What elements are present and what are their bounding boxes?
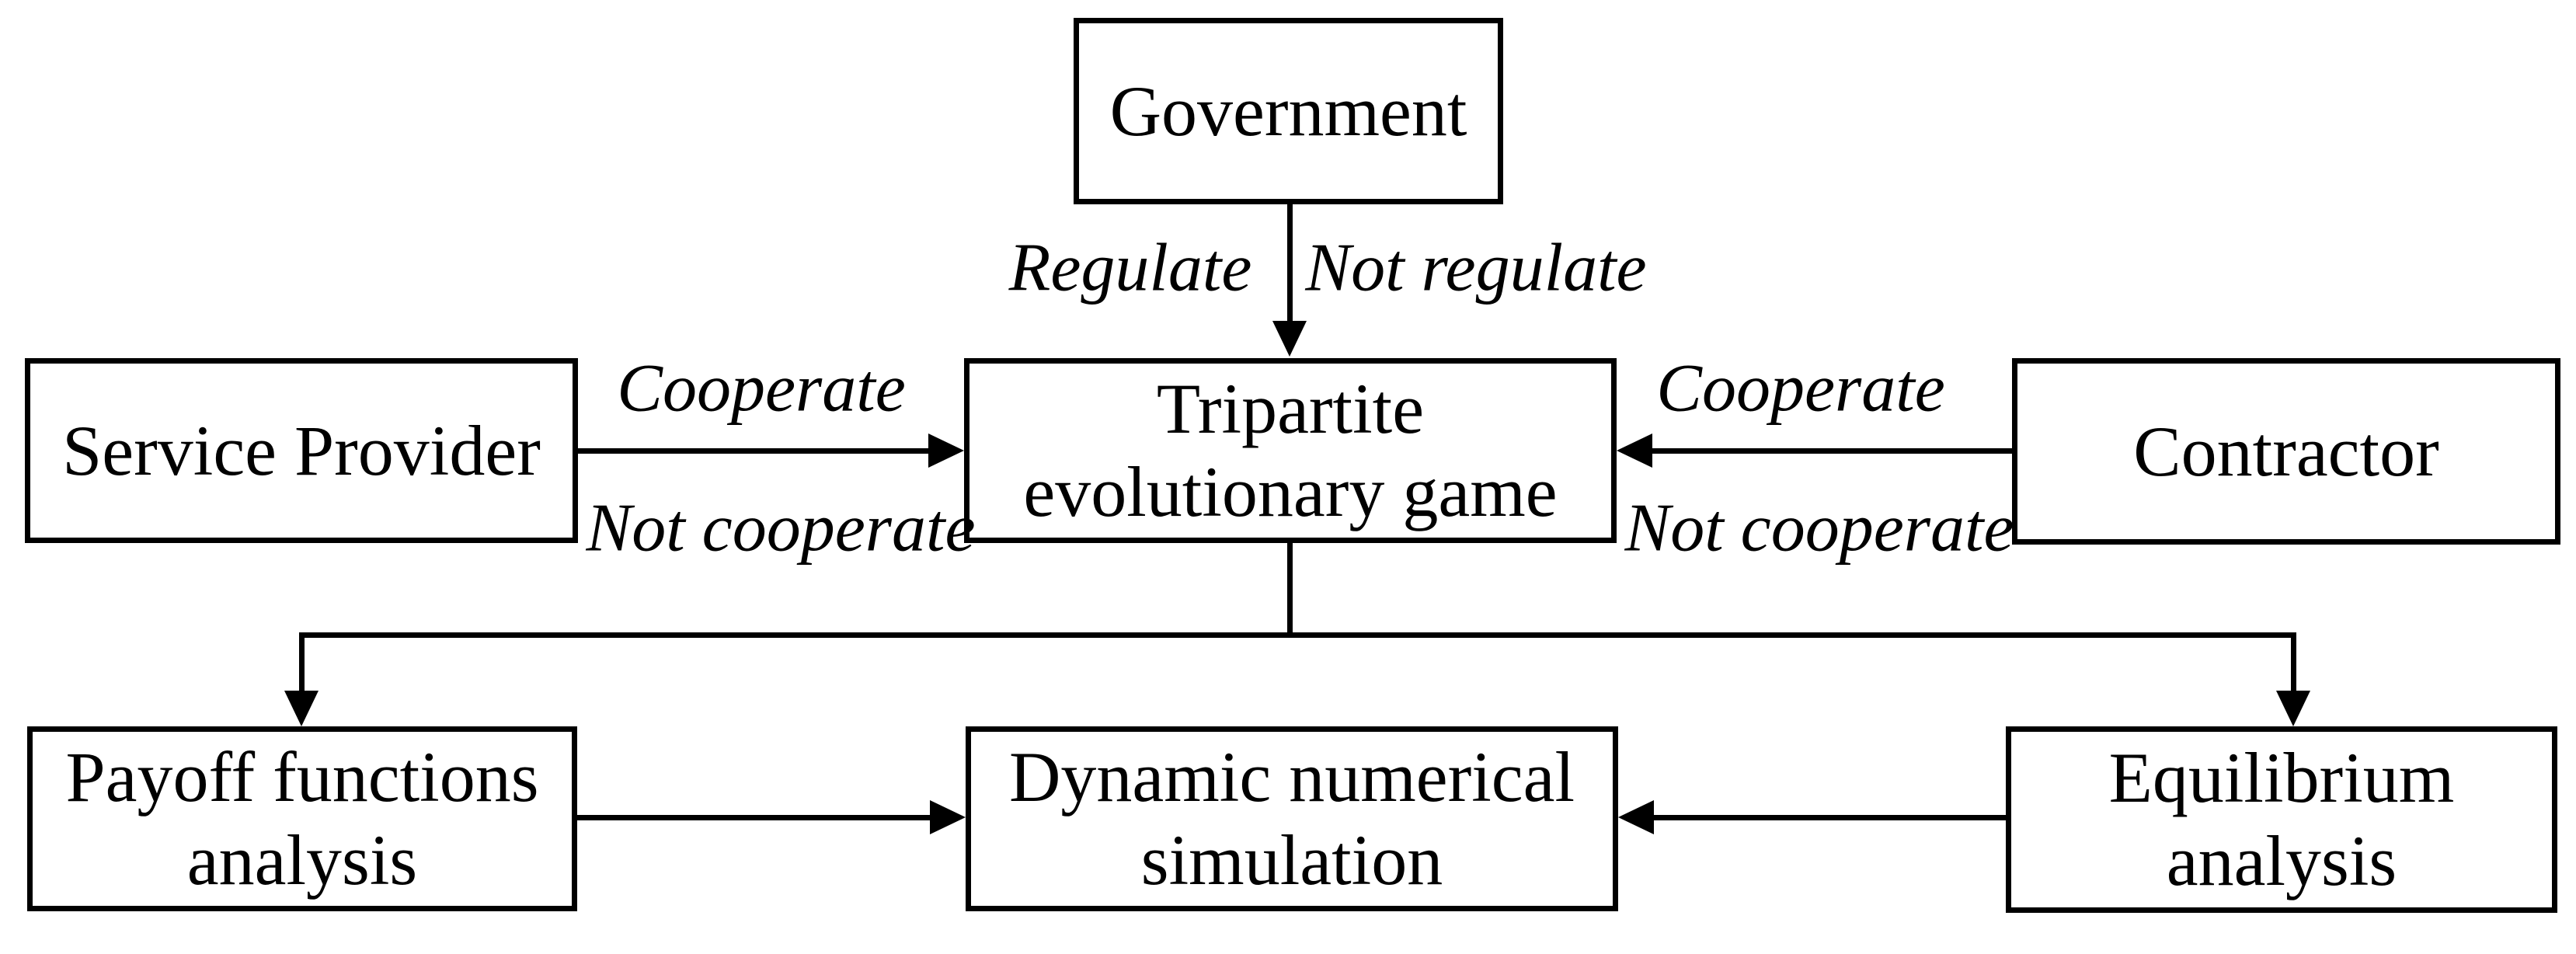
tripartite-branch-horizontal-line bbox=[299, 632, 2296, 638]
service-provider-label: Service Provider bbox=[62, 410, 541, 490]
equilibrium-analysis-label: Equilibrium analysis bbox=[2109, 736, 2455, 902]
tripartite-branch-stem-line bbox=[1287, 543, 1293, 638]
contractor-not-cooperate-edge-label: Not cooperate bbox=[1624, 490, 2014, 566]
not-regulate-edge-label: Not regulate bbox=[1305, 230, 1647, 306]
equilibrium-to-dynamic-arrowhead bbox=[1618, 800, 1654, 834]
government-label: Government bbox=[1109, 71, 1467, 151]
service-provider-to-tripartite-line bbox=[578, 448, 931, 454]
equilibrium-to-dynamic-line bbox=[1650, 815, 2006, 820]
tripartite-game-label: Tripartite evolutionary game bbox=[1023, 367, 1557, 533]
branch-to-payoff-line bbox=[299, 632, 305, 693]
contractor-cooperate-edge-label: Cooperate bbox=[1656, 350, 1945, 427]
branch-to-equilibrium-line bbox=[2291, 632, 2296, 693]
dynamic-numerical-simulation-label-line1: Dynamic numerical bbox=[1008, 737, 1575, 817]
dynamic-numerical-simulation-node: Dynamic numerical simulation bbox=[966, 726, 1618, 911]
dynamic-numerical-simulation-label-line2: simulation bbox=[1140, 820, 1443, 900]
branch-to-payoff-arrowhead bbox=[284, 691, 319, 726]
payoff-to-dynamic-arrowhead bbox=[930, 800, 966, 834]
payoff-functions-analysis-node: Payoff functions analysis bbox=[27, 726, 577, 911]
regulate-edge-label: Regulate bbox=[1008, 230, 1252, 306]
contractor-to-tripartite-line bbox=[1648, 448, 2012, 454]
service-provider-to-tripartite-arrowhead bbox=[928, 433, 964, 468]
government-to-tripartite-arrowhead bbox=[1272, 321, 1307, 357]
equilibrium-analysis-node: Equilibrium analysis bbox=[2006, 726, 2557, 913]
contractor-label: Contractor bbox=[2133, 411, 2439, 491]
tripartite-game-node: Tripartite evolutionary game bbox=[964, 358, 1617, 543]
contractor-node: Contractor bbox=[2012, 358, 2560, 545]
payoff-functions-analysis-label-line2: analysis bbox=[186, 820, 418, 900]
tripartite-game-label-line1: Tripartite bbox=[1156, 369, 1425, 449]
government-node: Government bbox=[1074, 18, 1503, 204]
equilibrium-analysis-label-line1: Equilibrium bbox=[2108, 738, 2455, 818]
service-provider-cooperate-edge-label: Cooperate bbox=[617, 350, 906, 427]
service-provider-not-cooperate-edge-label: Not cooperate bbox=[586, 490, 976, 566]
payoff-functions-analysis-label-line1: Payoff functions bbox=[65, 737, 539, 817]
equilibrium-analysis-label-line2: analysis bbox=[2166, 821, 2397, 900]
dynamic-numerical-simulation-label: Dynamic numerical simulation bbox=[1009, 736, 1575, 901]
service-provider-node: Service Provider bbox=[25, 358, 578, 543]
tripartite-game-label-line2: evolutionary game bbox=[1023, 452, 1558, 531]
government-to-tripartite-line bbox=[1287, 204, 1293, 325]
payoff-to-dynamic-line bbox=[577, 815, 933, 820]
branch-to-equilibrium-arrowhead bbox=[2276, 691, 2310, 726]
contractor-to-tripartite-arrowhead bbox=[1617, 433, 1652, 468]
payoff-functions-analysis-label: Payoff functions analysis bbox=[65, 736, 538, 901]
